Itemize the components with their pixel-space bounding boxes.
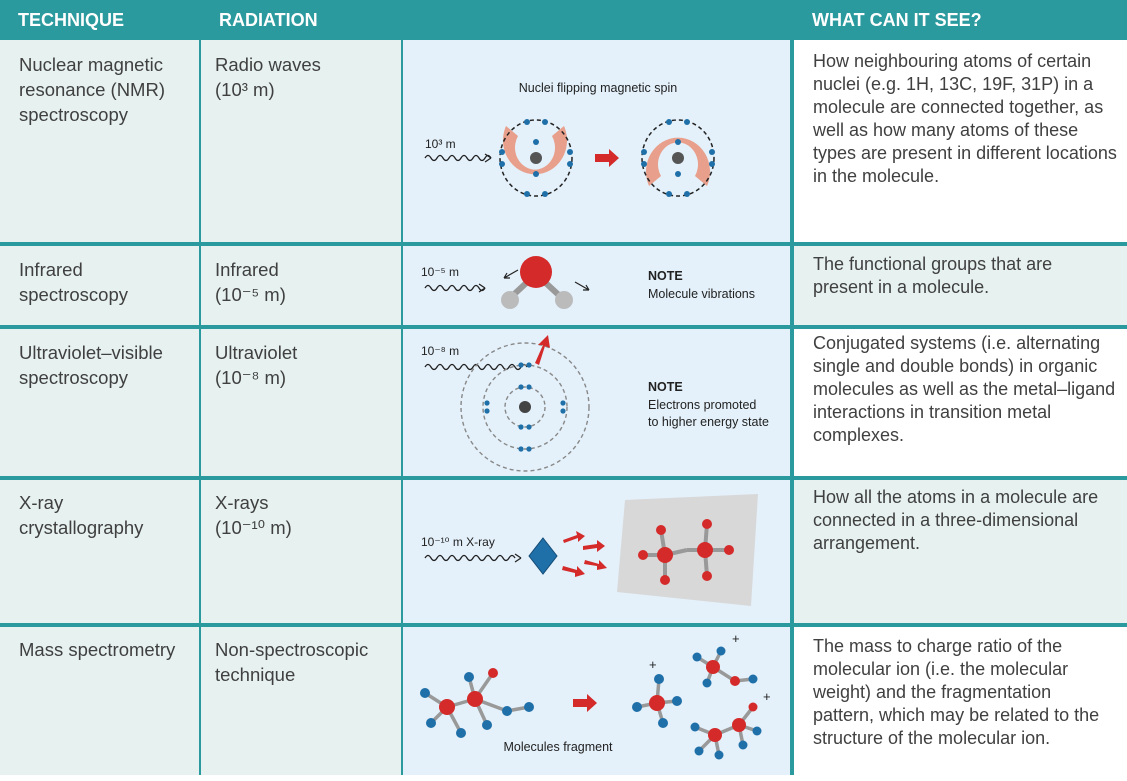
radiation-name: Infrared	[215, 259, 279, 280]
figure-cell: 10⁻⁸ m NOTE Electrons promoted	[403, 329, 790, 476]
uv-note-text-2: to higher energy state	[648, 415, 769, 429]
row-divider	[0, 242, 1127, 246]
crystal-atoms	[638, 519, 734, 585]
what-cell: How all the atoms in a molecule are conn…	[794, 480, 1127, 623]
vibration-arrow-left-icon	[503, 269, 519, 279]
ir-illustration: 10⁻⁵ m NOTE Molecule vibrations	[421, 256, 755, 309]
header-radiation: RADIATION	[201, 0, 401, 40]
header-figure	[403, 0, 790, 40]
ir-note-text: Molecule vibrations	[648, 287, 755, 301]
radiation-value: (10⁻⁸ m)	[215, 367, 287, 388]
fragment-ion-2-icon	[692, 646, 758, 688]
radiation-name: Non-spectroscopic technique	[215, 639, 369, 685]
wave-icon	[424, 284, 486, 292]
radiation-name: Radio waves	[215, 54, 321, 75]
water-molecule-icon	[501, 256, 573, 309]
xray-wavelength: 10⁻¹⁰ m X-ray	[421, 535, 495, 549]
figure-cell: 10⁻¹⁰ m X-ray	[403, 480, 790, 623]
arrow-right-icon	[595, 149, 619, 167]
wave-icon	[424, 554, 516, 562]
radiation-name: X-rays	[215, 492, 269, 513]
technique-cell: Nuclear magnetic resonance (NMR) spectro…	[0, 40, 199, 242]
row-divider	[0, 623, 1127, 627]
xray-illustration: 10⁻¹⁰ m X-ray	[421, 494, 758, 606]
mass-spec-illustration: Molecules fragment +	[420, 631, 771, 760]
parent-molecule-atoms	[420, 668, 534, 738]
nmr-illustration: Nuclei flipping magnetic spin 10³ m	[424, 81, 715, 197]
radiation-cell: Radio waves (10³ m)	[201, 40, 401, 242]
fragment-ion-3-icon	[690, 702, 762, 760]
wave-arrowhead-icon	[514, 553, 522, 563]
radiation-value: (10⁻¹⁰ m)	[215, 517, 292, 538]
radiation-value: (10⁻⁵ m)	[215, 284, 286, 305]
row-divider	[0, 325, 1127, 329]
table-row-nmr: Nuclear magnetic resonance (NMR) spectro…	[0, 40, 1127, 242]
uv-note-title: NOTE	[648, 380, 683, 394]
header-technique: TECHNIQUE	[0, 0, 199, 40]
radiation-cell: Infrared (10⁻⁵ m)	[201, 246, 401, 325]
radiation-cell: X-rays (10⁻¹⁰ m)	[201, 480, 401, 623]
fragment-arrow-icon	[573, 694, 597, 712]
ir-note-title: NOTE	[648, 269, 683, 283]
radiation-cell: Non-spectroscopic technique	[201, 627, 401, 775]
mass-spec-caption: Molecules fragment	[503, 740, 613, 754]
figure-cell: Molecules fragment +	[403, 627, 790, 775]
figure-cell: Nuclei flipping magnetic spin 10³ m	[403, 40, 790, 242]
atom-orbitals-icon	[460, 342, 590, 472]
charge-plus-2: +	[732, 631, 740, 646]
technique-cell: Ultraviolet–visible spectroscopy	[0, 329, 199, 476]
column-divider	[199, 0, 201, 775]
radiation-cell: Ultraviolet (10⁻⁸ m)	[201, 329, 401, 476]
radiation-name: Ultraviolet	[215, 342, 298, 363]
what-cell: Conjugated systems (i.e. alternating sin…	[794, 329, 1127, 476]
table-row-infrared: Infrared spectroscopy Infrared (10⁻⁵ m) …	[0, 246, 1127, 325]
technique-cell: Infrared spectroscopy	[0, 246, 199, 325]
fragment-ion-1-icon	[632, 674, 682, 728]
nucleus-coil-right-icon	[641, 119, 715, 197]
electron-promoted-arrow-icon	[535, 335, 550, 365]
charge-plus-1: +	[649, 657, 657, 672]
row-divider	[0, 476, 1127, 480]
wave-icon	[424, 363, 528, 371]
table-row-xray: X-ray crystallography X-rays (10⁻¹⁰ m) 1…	[0, 480, 1127, 623]
table-row-uv-vis: Ultraviolet–visible spectroscopy Ultravi…	[0, 329, 1127, 476]
ir-wavelength: 10⁻⁵ m	[421, 265, 459, 279]
technique-cell: X-ray crystallography	[0, 480, 199, 623]
wave-arrowhead-icon	[478, 283, 486, 293]
radiation-value: (10³ m)	[215, 79, 275, 100]
table-row-mass-spec: Mass spectrometry Non-spectroscopic tech…	[0, 627, 1127, 775]
uv-wavelength: 10⁻⁸ m	[421, 344, 459, 358]
diffraction-arrows-icon	[562, 531, 607, 577]
nmr-wavelength: 10³ m	[425, 137, 456, 151]
nucleus-coil-left-icon	[499, 119, 573, 197]
technique-cell: Mass spectrometry	[0, 627, 199, 775]
what-cell: How neighbouring atoms of certain nuclei…	[794, 40, 1127, 242]
vibration-arrow-right-icon	[574, 281, 590, 291]
uv-note-text-1: Electrons promoted	[648, 398, 756, 412]
column-divider	[401, 0, 403, 775]
what-cell: The functional groups that are present i…	[794, 246, 1127, 325]
charge-plus-3: +	[763, 689, 771, 704]
nmr-caption: Nuclei flipping magnetic spin	[519, 81, 677, 95]
uv-illustration: 10⁻⁸ m NOTE Electrons promoted	[421, 335, 769, 472]
figure-cell: 10⁻⁵ m NOTE Molecule vibrations	[403, 246, 790, 325]
what-cell: The mass to charge ratio of the molecula…	[794, 627, 1127, 775]
column-divider	[790, 0, 794, 775]
crystal-icon	[528, 537, 558, 575]
wave-icon	[424, 154, 492, 162]
header-what-can-it-see: WHAT CAN IT SEE?	[794, 0, 1127, 40]
wave-arrowhead-icon	[484, 153, 492, 163]
